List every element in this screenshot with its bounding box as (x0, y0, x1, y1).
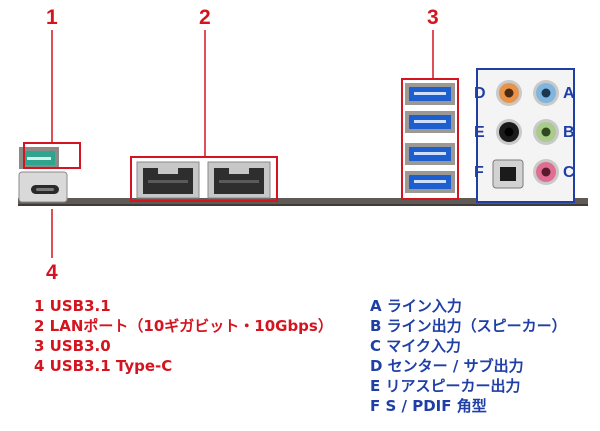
jack-letter-e: E (474, 124, 485, 141)
io-panel-plate (18, 198, 588, 205)
legend-item-rear-speaker: E リアスピーカー出力 (370, 377, 521, 395)
jack-letter-f: F (474, 164, 484, 181)
legend-item-lan: 2 LANポート（10ギガビット・10Gbps） (34, 317, 333, 335)
usb-typec-port (18, 171, 68, 203)
spdif-optical-port (492, 159, 524, 189)
jack-lightblue (533, 80, 559, 106)
usb31-port (19, 147, 59, 169)
legend-item-usb30: 3 USB3.0 (34, 337, 111, 355)
io-panel-shadow (18, 204, 588, 206)
usb30-port-4 (405, 171, 455, 193)
audio-legend: A ライン入力 B ライン出力（スピーカー） C マイク入力 D センター / … (370, 296, 567, 416)
usb30-port-3 (405, 143, 455, 165)
lan-port-2 (207, 161, 271, 199)
callout-number-4: 4 (46, 261, 58, 284)
legend-item-typec: 4 USB3.1 Type-C (34, 357, 173, 375)
callout-number-2: 2 (199, 6, 211, 29)
jack-black (496, 119, 522, 145)
legend-item-mic-in: C マイク入力 (370, 337, 461, 355)
audio-highlight-box (476, 68, 575, 203)
jack-letter-a: A (563, 85, 575, 102)
legend-item-line-out: B ライン出力（スピーカー） (370, 317, 567, 335)
legend-item-center-sub: D センター / サブ出力 (370, 357, 524, 375)
jack-orange (496, 80, 522, 106)
jack-pink (533, 159, 559, 185)
legend-item-line-in: A ライン入力 (370, 297, 462, 315)
callout-number-3: 3 (427, 6, 439, 29)
jack-green (533, 119, 559, 145)
usb30-port-2 (405, 111, 455, 133)
jack-letter-c: C (563, 164, 575, 181)
usb30-port-1 (405, 83, 455, 105)
legend-item-spdif: F S / PDIF 角型 (370, 397, 487, 415)
jack-letter-d: D (474, 85, 486, 102)
lan-port-1 (136, 161, 200, 199)
legend-item-usb31: 1 USB3.1 (34, 297, 111, 315)
jack-letter-b: B (563, 124, 575, 141)
usb31-highlight-box (23, 142, 81, 169)
lan-highlight-box (130, 156, 278, 202)
usb30-highlight-box (401, 78, 459, 200)
port-legend: 1 USB3.1 2 LANポート（10ギガビット・10Gbps） 3 USB3… (34, 296, 333, 376)
callout-number-1: 1 (46, 6, 58, 29)
